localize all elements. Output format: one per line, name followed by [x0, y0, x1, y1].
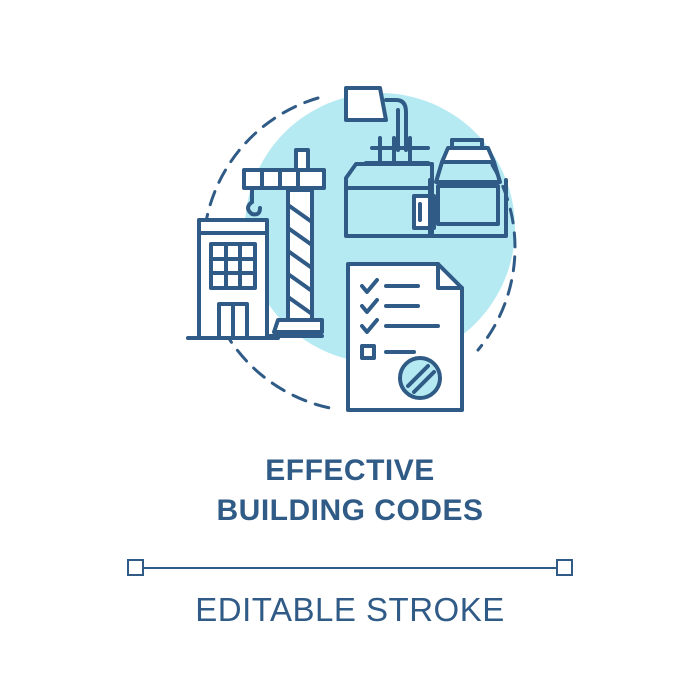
- stroke-start-handle: [127, 559, 144, 576]
- stroke-end-handle: [556, 559, 573, 576]
- title-line-1: EFFECTIVE: [265, 454, 435, 487]
- editable-stroke-label: EDITABLE STROKE: [195, 591, 505, 628]
- dashed-ring-left: [201, 96, 332, 410]
- tower-crane-icon: [242, 148, 326, 338]
- office-building-icon: [186, 218, 280, 340]
- approval-stamp-icon: [398, 356, 442, 400]
- editable-stroke-rule: [127, 559, 573, 576]
- molten-ladle-icon: [428, 138, 508, 238]
- title-line-2: BUILDING CODES: [216, 494, 484, 527]
- concept-illustration: [186, 86, 517, 412]
- dashed-ring-right: [476, 163, 517, 352]
- concrete-block-icon: [344, 162, 436, 238]
- gantry-crane-icon: [344, 86, 430, 180]
